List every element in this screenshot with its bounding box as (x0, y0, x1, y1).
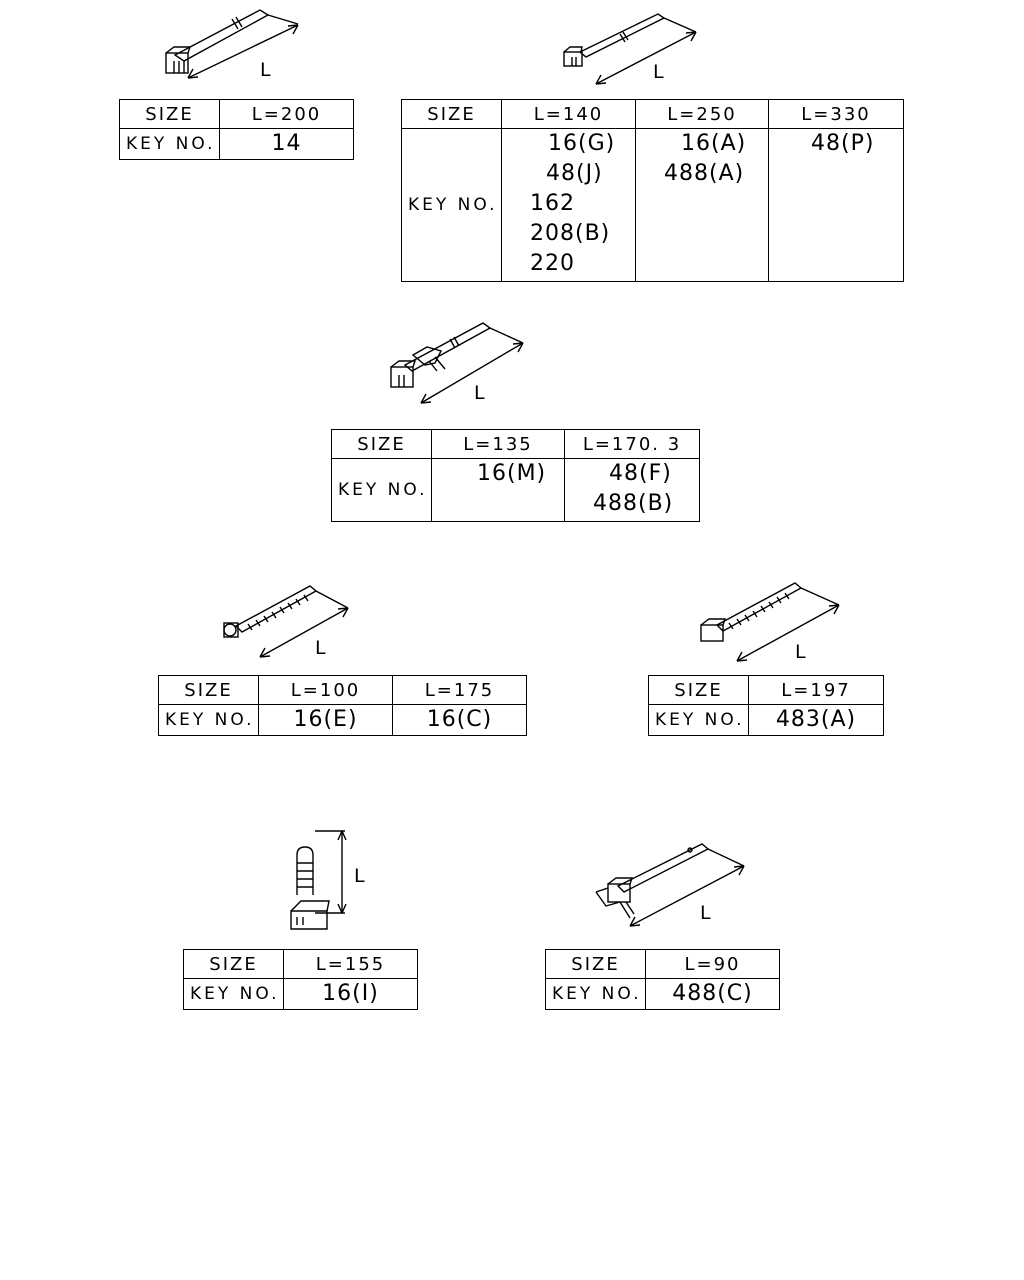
size-value-cell: L=330 (768, 99, 904, 129)
dimension-label-L: L (260, 59, 271, 81)
cable-tie-figure-5: L (695, 575, 845, 665)
cable-tie-figure-1: L (160, 5, 310, 95)
key-no-label-cell: KEY NO. (158, 704, 259, 736)
size-value-cell: L=175 (392, 675, 527, 705)
dimension-label-L: L (700, 902, 711, 924)
key-no-value: 488(A) (664, 161, 745, 186)
key-no-value: 483(A) (775, 707, 857, 732)
key-no-label-cell: KEY NO. (545, 978, 646, 1010)
key-no-value: 162 (530, 191, 575, 216)
size-table-1: SIZE L=200 KEY NO. 14 (119, 99, 354, 160)
key-no-value: 14 (271, 131, 302, 156)
cable-tie-drawing-1 (165, 9, 299, 79)
cable-tie-drawing-5 (700, 582, 840, 662)
key-no-value: 208(B) (530, 221, 611, 246)
size-table-4: SIZE L=100 L=175 KEY NO. 16(E) 16(C) (158, 675, 527, 736)
cable-tie-drawing-2 (563, 13, 697, 85)
cable-tie-figure-3: L (385, 315, 535, 410)
size-header-cell: SIZE (119, 99, 220, 129)
key-no-value: 488(B) (593, 491, 674, 516)
cable-tie-figure-4: L (220, 580, 360, 665)
size-table-2: SIZE L=140 L=250 L=330 KEY NO. 16(G) 48(… (401, 99, 904, 282)
key-no-value: 48(J) (546, 161, 603, 186)
cable-tie-figure-7: L (590, 840, 750, 930)
cable-tie-drawing-4 (223, 585, 349, 658)
cable-tie-drawing-7 (595, 843, 745, 927)
key-no-value: 16(G) (548, 131, 616, 156)
key-no-label-cell: KEY NO. (331, 458, 432, 522)
size-value-cell: L=170. 3 (564, 429, 700, 459)
dimension-label-L: L (795, 641, 806, 663)
size-value-cell: L=100 (258, 675, 393, 705)
size-value-cell: L=200 (219, 99, 354, 129)
key-no-value: 16(C) (426, 707, 493, 732)
size-value-cell: L=140 (501, 99, 636, 129)
dimension-label-L: L (474, 382, 485, 404)
size-value-cell: L=197 (748, 675, 884, 705)
key-no-value: 488(C) (672, 981, 753, 1006)
key-no-label-cell: KEY NO. (648, 704, 749, 736)
size-header-cell: SIZE (545, 949, 646, 979)
dimension-label-L: L (653, 61, 664, 83)
key-no-value: 16(M) (477, 461, 547, 486)
size-header-cell: SIZE (158, 675, 259, 705)
size-value-cell: L=250 (635, 99, 769, 129)
key-no-label-cell: KEY NO. (119, 128, 220, 160)
size-table-5: SIZE L=197 KEY NO. 483(A) (648, 675, 884, 736)
key-no-value: 16(A) (681, 131, 747, 156)
cable-tie-drawing-3 (390, 322, 524, 404)
size-header-cell: SIZE (183, 949, 284, 979)
key-no-value: 48(P) (811, 131, 875, 156)
cable-tie-figure-6: L (285, 825, 365, 935)
cable-tie-drawing-6 (290, 830, 347, 930)
size-value-cell: L=135 (431, 429, 565, 459)
size-value-cell: L=155 (283, 949, 418, 979)
key-no-value: 220 (530, 251, 575, 276)
size-header-cell: SIZE (331, 429, 432, 459)
size-table-6: SIZE L=155 KEY NO. 16(I) (183, 949, 418, 1010)
size-header-cell: SIZE (648, 675, 749, 705)
dimension-label-L: L (315, 637, 326, 659)
size-value-cell: L=90 (645, 949, 780, 979)
size-header-cell: SIZE (401, 99, 502, 129)
key-no-label-cell: KEY NO. (183, 978, 284, 1010)
key-no-value: 16(E) (293, 707, 358, 732)
key-no-value: 16(I) (322, 981, 379, 1006)
size-table-7: SIZE L=90 KEY NO. 488(C) (545, 949, 780, 1010)
key-no-value: 48(F) (609, 461, 672, 486)
dimension-label-L: L (354, 865, 365, 887)
key-no-label-cell: KEY NO. (401, 128, 502, 282)
size-table-3: SIZE L=135 L=170. 3 KEY NO. 16(M) 48(F) … (331, 429, 700, 522)
cable-tie-figure-2: L (560, 10, 710, 90)
